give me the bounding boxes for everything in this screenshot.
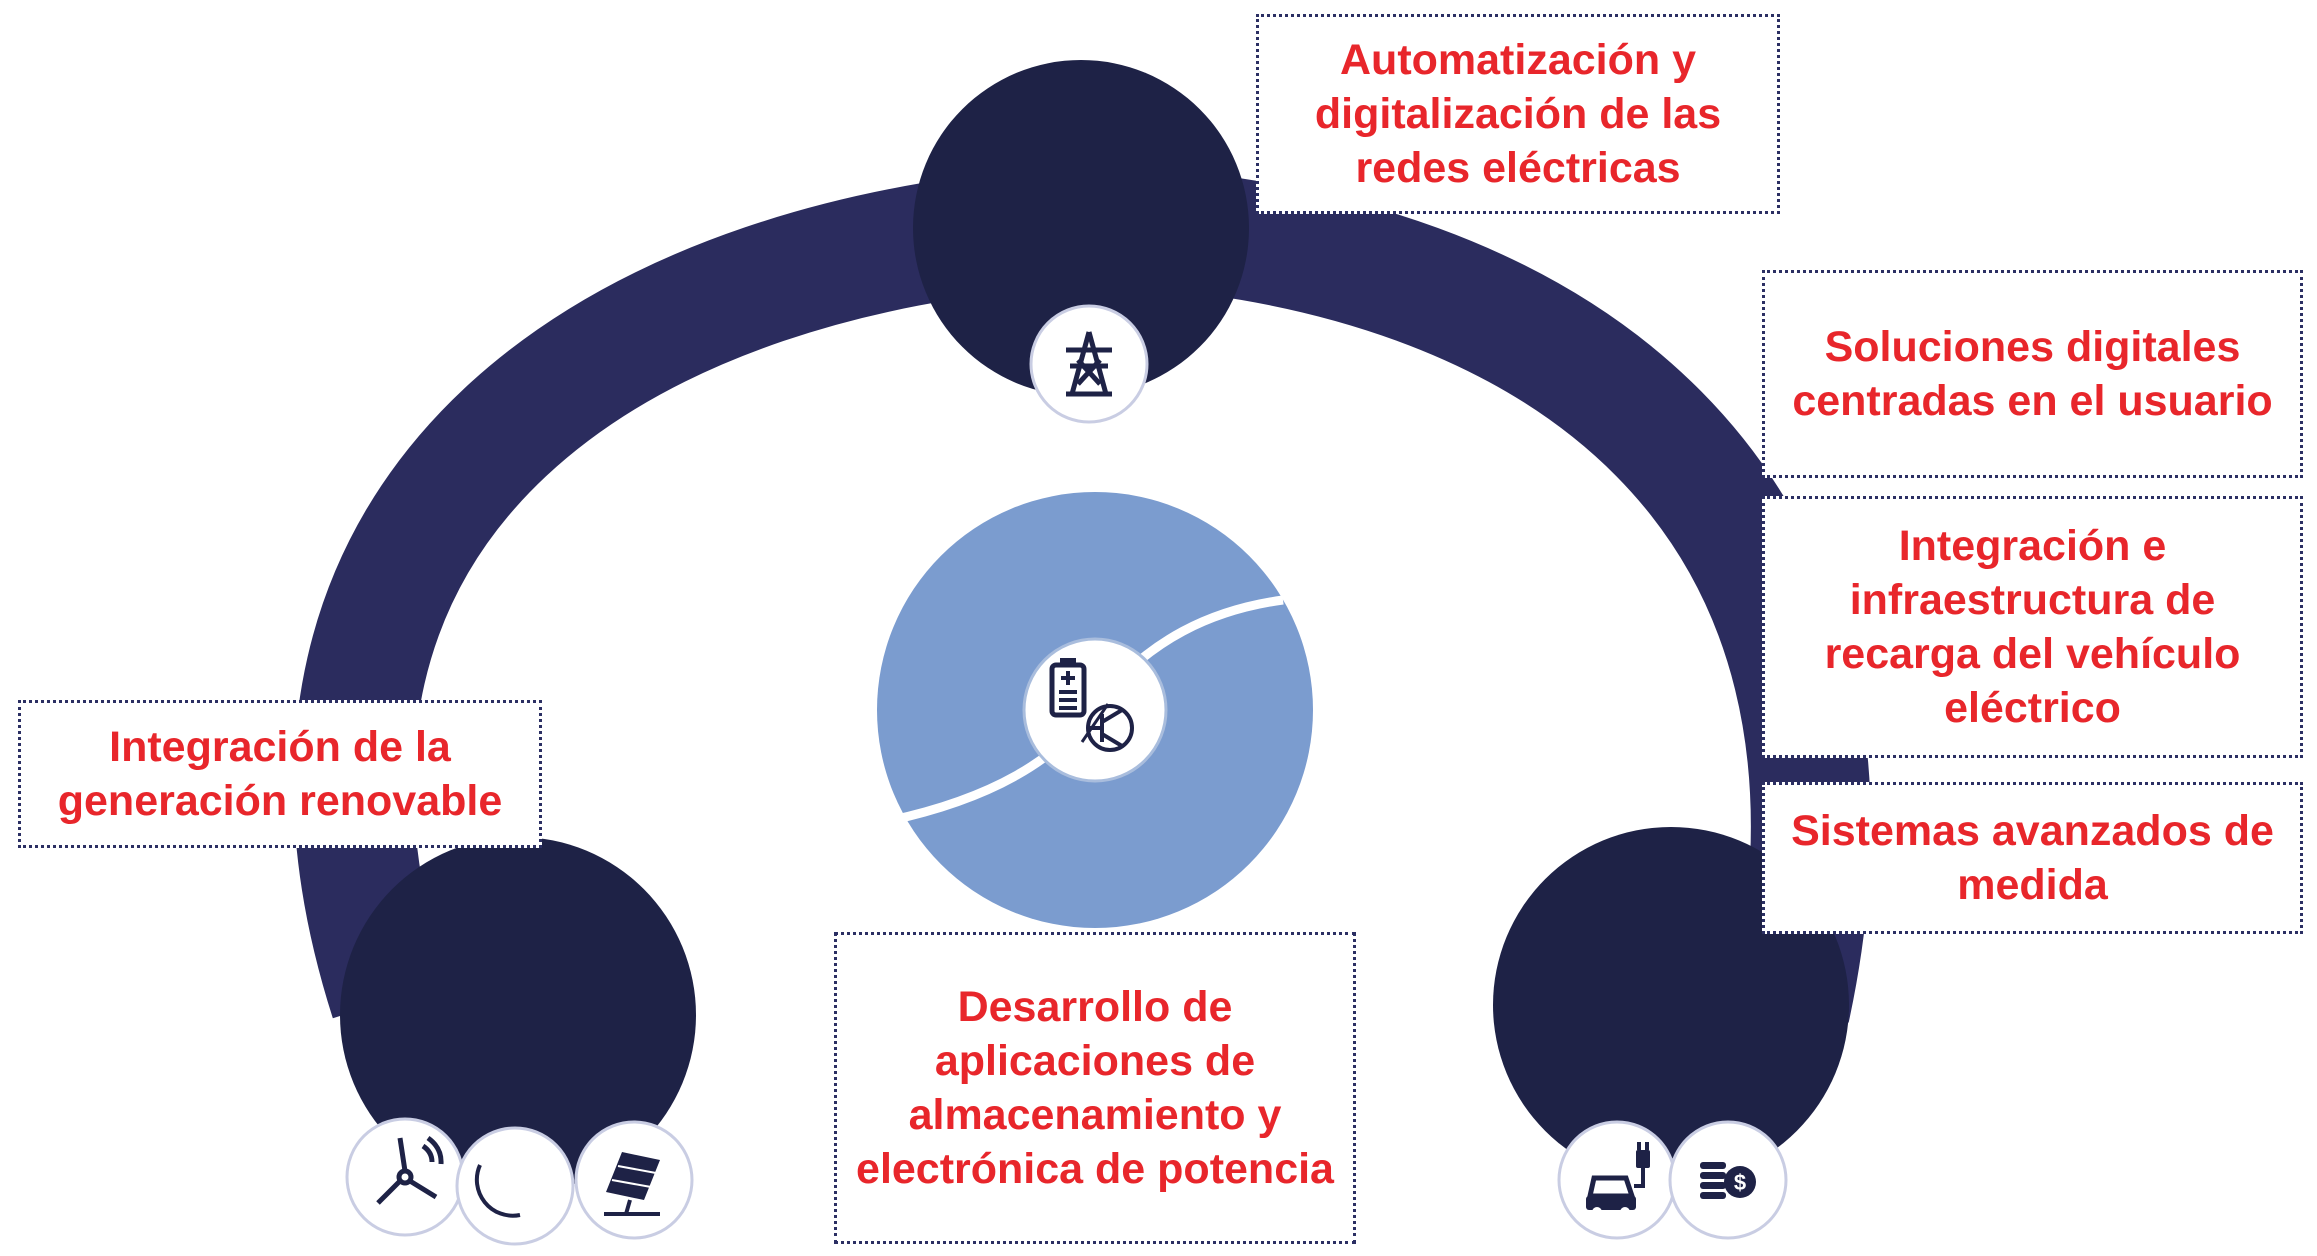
- transistor-icon: [1080, 703, 1134, 752]
- top-node-circle: [913, 60, 1249, 396]
- svg-text:$: $: [1734, 1170, 1746, 1195]
- transmission-tower-icon: [1029, 304, 1149, 424]
- label-renewable-integration: Integración de la generación renovable: [18, 700, 542, 848]
- label-ev-charging: Integración e infraestructura de recarga…: [1762, 496, 2303, 758]
- solar-panel-icon: [574, 1120, 694, 1240]
- right-node-circle: [1493, 827, 1849, 1183]
- label-grid-automation: Automatización y digitalización de las r…: [1256, 14, 1780, 214]
- battery-icon: [1049, 658, 1087, 718]
- label-advanced-metering: Sistemas avanzados de medida: [1762, 782, 2303, 934]
- ev-charging-car-icon: [1557, 1120, 1677, 1240]
- coins-dollar-icon: $: [1668, 1120, 1788, 1240]
- label-storage-power-electronics: Desarrollo de aplicaciones de almacenami…: [834, 932, 1356, 1244]
- label-user-digital-solutions: Soluciones digitales centradas en el usu…: [1762, 270, 2303, 478]
- left-node-circle: [340, 837, 696, 1193]
- wind-turbine-icon: [345, 1117, 465, 1237]
- hydro-wave-icon: [455, 1126, 575, 1246]
